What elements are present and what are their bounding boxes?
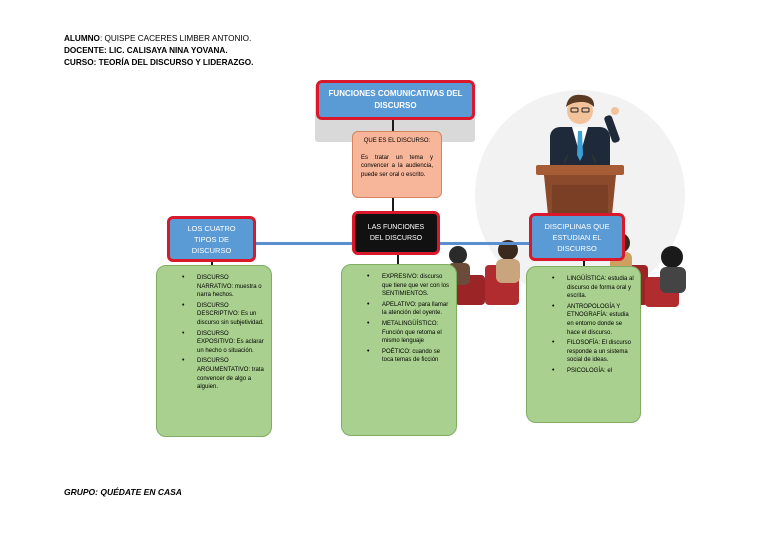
list-item: APELATIVO: para llamar la atención del o… [367,301,450,318]
list-item: EXPRESIVO: discurso que tiene que ver co… [367,273,450,299]
definition-question: QUE ES EL DISCURSO: [363,138,431,144]
connector-left [211,260,213,268]
list-item: DISCURSO ARGUMENTATIVO: trata convencer … [182,357,265,391]
docente-line: DOCENTE: LIC. CALISAYA NINA YOVANA. [64,45,228,55]
curso-line: CURSO: TEORÍA DEL DISCURSO Y LIDERAZGO. [64,57,254,67]
center-list: EXPRESIVO: discurso que tiene que ver co… [356,273,450,365]
center-list-box: EXPRESIVO: discurso que tiene que ver co… [341,264,457,436]
list-item: DISCURSO NARRATIVO: muestra o narra hech… [182,274,265,300]
group-footer: GRUPO: QUÉDATE EN CASA [64,487,182,497]
list-item: FILOSOFÍA: El discurso responde a un sis… [552,339,634,365]
center-heading: LAS FUNCIONES DEL DISCURSO [352,211,440,255]
connector-definition-to-center [392,197,394,211]
header-info: ALUMNO: QUISPE CACERES LIMBER ANTONIO. D… [64,33,253,68]
speaker-figure [550,94,620,177]
left-list: DISCURSO NARRATIVO: muestra o narra hech… [171,274,265,392]
connector-center [397,253,399,265]
definition-box: QUE ES EL DISCURSO: Es tratar un tema y … [352,131,442,198]
list-item: POÉTICO: cuando se toca temas de ficción [367,348,450,365]
list-item: ANTROPOLOGÍA Y ETNOGRAFÍA: estudia en en… [552,303,634,337]
list-item: PSICOLOGÍA: el [552,367,634,376]
list-item: LINGÜÍSTICA: estudia al discurso de form… [552,275,634,301]
list-item: DISCURSO DESCRIPTIVO: Es un discurso sin… [182,302,265,328]
right-list-box: LINGÜÍSTICA: estudia al discurso de form… [526,266,641,423]
right-heading: DISCIPLINAS QUE ESTUDIAN EL DISCURSO [529,213,625,261]
list-item: DISCURSO EXPOSITIVO: Es aclarar un hecho… [182,330,265,356]
diagram-title: FUNCIONES COMUNICATIVAS DEL DISCURSO [316,80,475,120]
left-heading: LOS CUATRO TIPOS DE DISCURSO [167,216,256,262]
right-list: LINGÜÍSTICA: estudia al discurso de form… [541,275,634,376]
connector-right [583,260,585,268]
list-item: METALINGÜÍSTICO: Función que retoma el m… [367,320,450,346]
left-list-box: DISCURSO NARRATIVO: muestra o narra hech… [156,265,272,437]
alumno-line: ALUMNO: QUISPE CACERES LIMBER ANTONIO. [64,34,252,43]
connector-title-to-definition [392,120,394,132]
definition-text: Es tratar un tema y convencer a la audie… [361,154,433,178]
